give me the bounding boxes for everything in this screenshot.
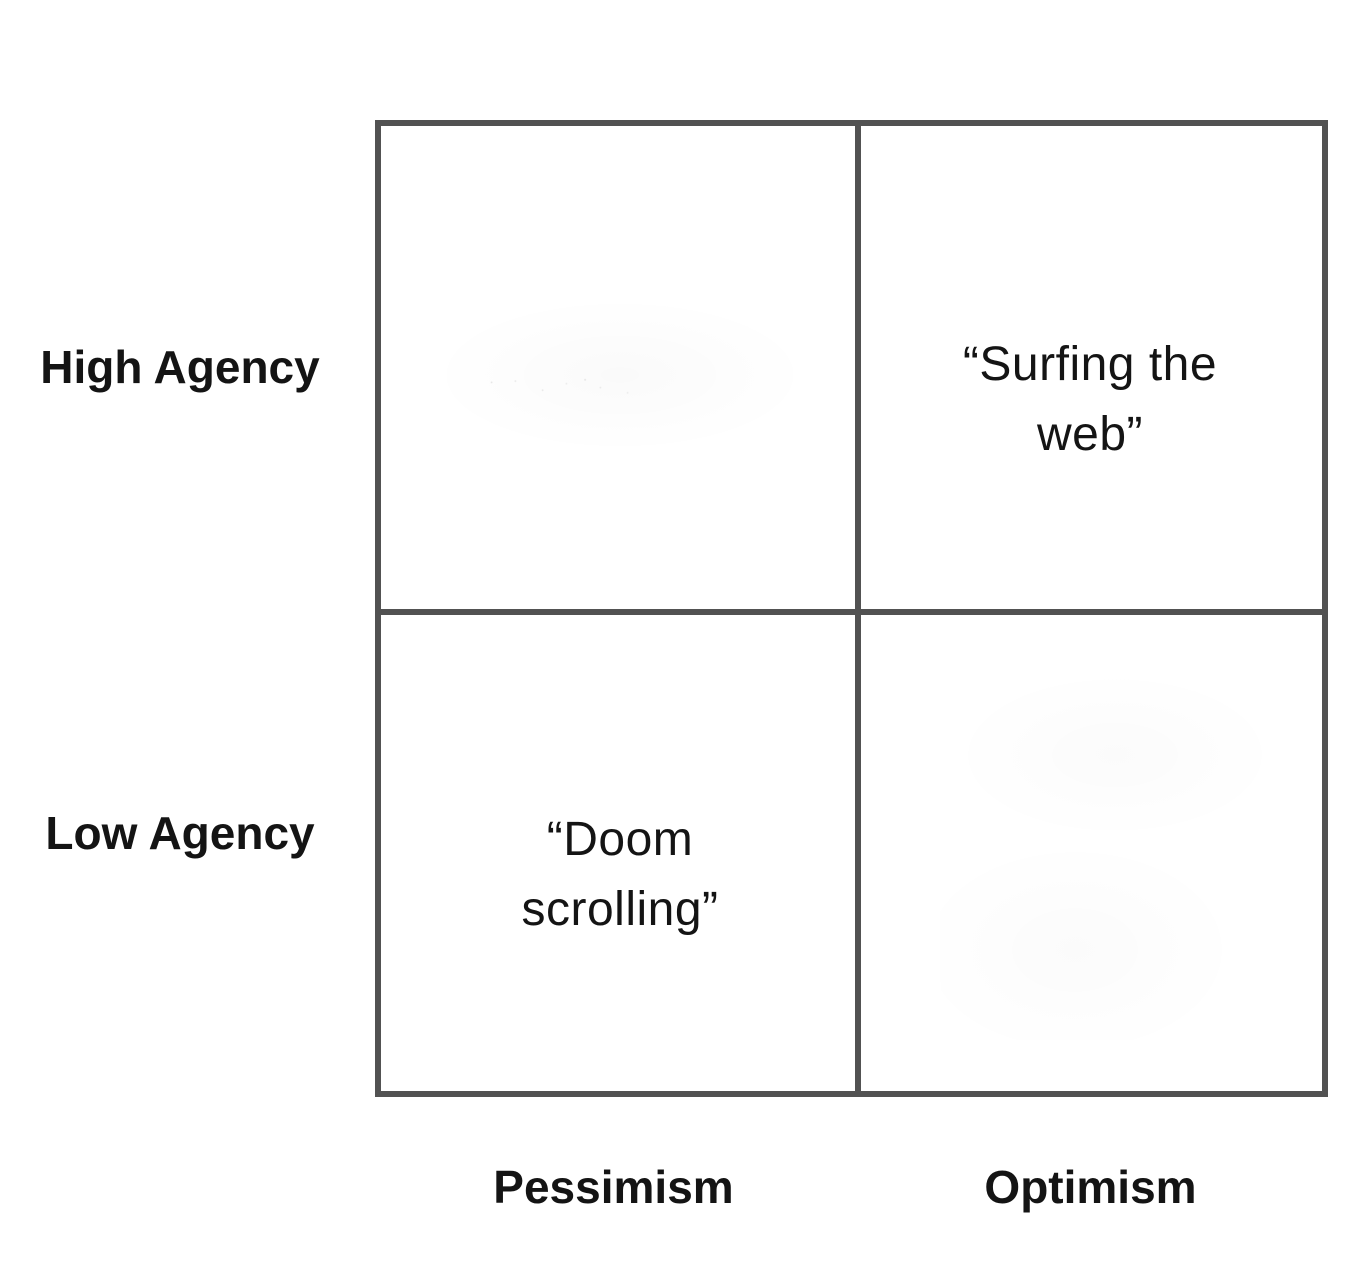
y-axis-label-low-agency: Low Agency	[45, 807, 315, 859]
matrix-horizontal-divider	[381, 609, 1322, 615]
x-axis-label-pessimism: Pessimism	[493, 1161, 734, 1213]
y-axis-label-high-agency: High Agency	[40, 341, 320, 393]
matrix-vertical-divider	[855, 126, 861, 1091]
quadrant-top-right-label: “Surfing the web”	[962, 338, 1218, 461]
matrix-grid	[375, 120, 1328, 1097]
x-axis-label-optimism: Optimism	[984, 1161, 1197, 1213]
quadrant-bottom-left-label: “Doom scrolling”	[521, 813, 719, 936]
